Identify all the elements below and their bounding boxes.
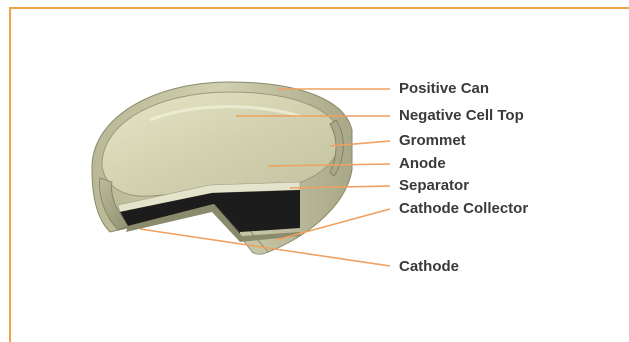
label-separator: Separator: [399, 177, 469, 195]
frame-left-line: [9, 7, 11, 342]
label-positive-can: Positive Can: [399, 80, 489, 98]
frame-top-line: [9, 7, 629, 9]
label-grommet: Grommet: [399, 132, 466, 150]
label-cathode: Cathode: [399, 258, 459, 276]
label-anode: Anode: [399, 155, 446, 173]
label-negative-cell-top: Negative Cell Top: [399, 107, 524, 125]
coin-cell-cutaway: [92, 82, 352, 254]
label-cathode-collector: Cathode Collector: [399, 200, 528, 218]
